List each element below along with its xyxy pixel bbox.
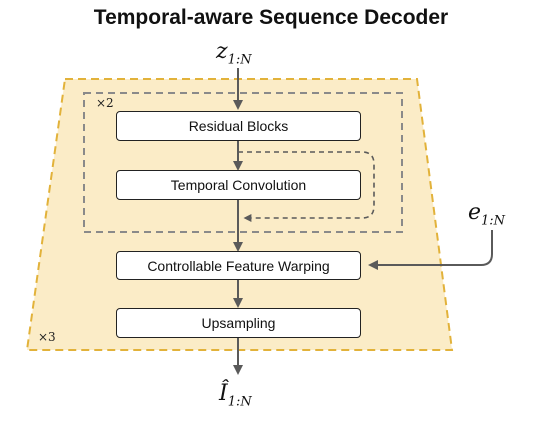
controllable-feature-warping: Controllable Feature Warping (116, 251, 361, 280)
control-input-label: e1:N (468, 200, 505, 228)
inner-repeat-label: ×2 (96, 96, 114, 110)
output-label: Î1:N (219, 381, 252, 409)
inner-repeat-region (83, 92, 403, 233)
output-subscript: 1:N (227, 394, 252, 410)
outer-repeat-label: ×3 (38, 330, 56, 344)
outer-repeat-region (25, 78, 454, 351)
residual-blocks: Residual Blocks (116, 111, 361, 141)
input-latent-symbol: z (216, 39, 228, 64)
output-symbol: Î (219, 381, 228, 406)
arrow-control-to-warping (368, 230, 493, 270)
temporal-convolution: Temporal Convolution (116, 170, 361, 200)
loop-arrow (238, 151, 375, 222)
input-latent-label: z1:N (216, 39, 252, 67)
title: Temporal-aware Sequence Decoder (93, 6, 449, 29)
control-input-subscript: 1:N (481, 213, 506, 229)
control-input-symbol: e (468, 200, 482, 225)
upsampling: Upsampling (116, 308, 361, 338)
input-latent-subscript: 1:N (227, 52, 252, 68)
